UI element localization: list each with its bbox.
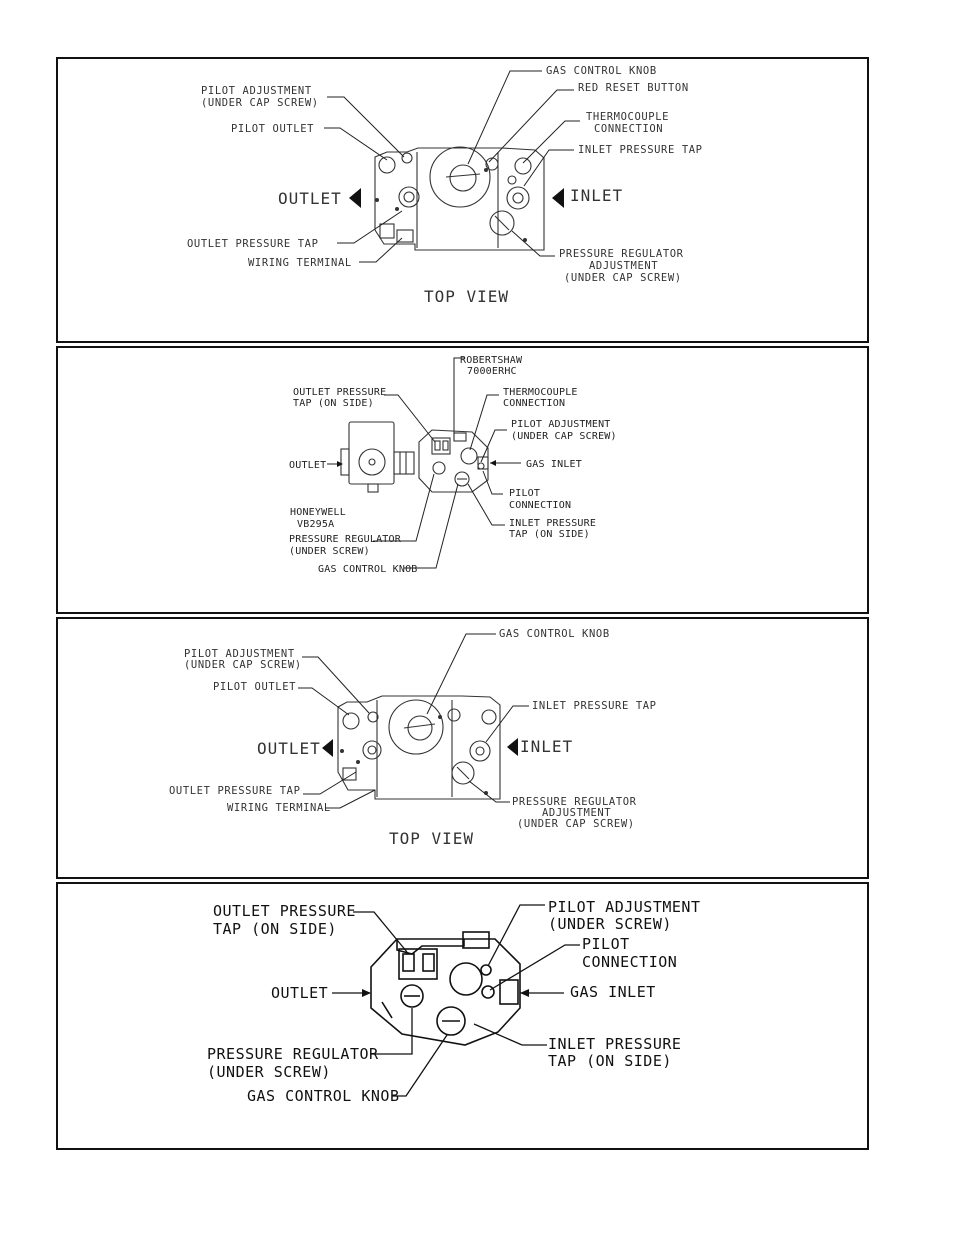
inlet-arrow-icon bbox=[552, 188, 564, 208]
red-reset-button-label: RED RESET BUTTON bbox=[578, 82, 689, 94]
outlet-pressure-tap-label: OUTLET PRESSURE TAP bbox=[169, 785, 301, 797]
gas-inlet-arrow-icon bbox=[490, 460, 496, 466]
robertshaw-valve-body bbox=[370, 931, 521, 1046]
outlet-arrow-icon bbox=[362, 989, 371, 997]
honeywell-label-2: VB295A bbox=[297, 519, 334, 530]
gas-inlet-label: GAS INLET bbox=[570, 983, 656, 1001]
gas-inlet-label: GAS INLET bbox=[526, 459, 582, 470]
pressure-regulator-label-3: (UNDER CAP SCREW) bbox=[517, 818, 635, 830]
pilot-adjustment-label-1: PILOT ADJUSTMENT bbox=[548, 898, 701, 916]
gas-inlet-arrow-icon bbox=[520, 989, 529, 997]
gas-control-knob-label: GAS CONTROL KNOB bbox=[499, 628, 610, 640]
pilot-adjustment-label-1: PILOT ADJUSTMENT bbox=[511, 419, 611, 430]
pressure-regulator-label-2: ADJUSTMENT bbox=[542, 807, 611, 819]
pilot-connection-label-2: CONNECTION bbox=[582, 953, 677, 971]
outlet-label: OUTLET bbox=[289, 460, 326, 471]
inlet-label: INLET bbox=[520, 737, 573, 756]
outlet-pressure-tap-label-1: OUTLET PRESSURE bbox=[213, 902, 356, 920]
gas-valve-diagram-1: GAS CONTROL KNOB RED RESET BUTTON THERMO… bbox=[187, 65, 703, 306]
leader-lines-2 bbox=[327, 357, 521, 569]
inlet-pressure-tap-label-2: TAP (ON SIDE) bbox=[509, 529, 590, 540]
panel-1-top-view: GAS CONTROL KNOB RED RESET BUTTON THERMO… bbox=[56, 57, 869, 343]
outlet-pressure-tap-label: OUTLET PRESSURE TAP bbox=[187, 238, 319, 250]
inlet-arrow-icon bbox=[507, 738, 518, 756]
inlet-pressure-tap-label-1: INLET PRESSURE bbox=[509, 518, 596, 529]
pressure-regulator-label-1: PRESSURE REGULATOR bbox=[289, 534, 402, 545]
thermocouple-label-1: THERMOCOUPLE bbox=[586, 111, 669, 123]
gas-control-knob-label: GAS CONTROL KNOB bbox=[318, 564, 418, 575]
wiring-terminal-label: WIRING TERMINAL bbox=[227, 802, 331, 814]
robertshaw-label-2: 7000ERHC bbox=[467, 366, 517, 377]
inlet-pressure-tap-label-1: INLET PRESSURE bbox=[548, 1035, 681, 1053]
panel-4-robertshaw-closeup: OUTLET PRESSURE TAP (ON SIDE) PILOT ADJU… bbox=[56, 882, 869, 1150]
gas-valve-diagram-4: OUTLET PRESSURE TAP (ON SIDE) PILOT ADJU… bbox=[207, 898, 701, 1105]
gas-control-knob-label: GAS CONTROL KNOB bbox=[247, 1087, 400, 1105]
inlet-pressure-tap-label: INLET PRESSURE TAP bbox=[532, 700, 657, 712]
inlet-label: INLET bbox=[570, 186, 623, 205]
pilot-adjustment-label-2: (UNDER CAP SCREW) bbox=[511, 431, 617, 442]
outlet-pressure-tap-label-2: TAP (ON SIDE) bbox=[213, 920, 337, 938]
leader-lines-3 bbox=[298, 633, 529, 809]
robertshaw-label-1: ROBERTSHAW bbox=[460, 355, 523, 366]
inlet-pressure-tap-label: INLET PRESSURE TAP bbox=[578, 144, 703, 156]
pilot-outlet-label: PILOT OUTLET bbox=[213, 681, 296, 693]
pressure-regulator-label-2: (UNDER SCREW) bbox=[207, 1063, 331, 1081]
pilot-connection-label-2: CONNECTION bbox=[509, 500, 571, 511]
pressure-regulator-label-1: PRESSURE REGULATOR bbox=[512, 796, 637, 808]
pressure-regulator-label-1: PRESSURE REGULATOR bbox=[559, 248, 684, 260]
outlet-arrow-icon bbox=[337, 461, 343, 467]
outlet-pressure-tap-label-1: OUTLET PRESSURE bbox=[293, 387, 386, 398]
gas-valve-diagram-2: ROBERTSHAW 7000ERHC OUTLET PRESSURE TAP … bbox=[289, 355, 617, 575]
gas-valve-diagram-3: GAS CONTROL KNOB PILOT ADJUSTMENT (UNDER… bbox=[169, 628, 657, 848]
honeywell-valve-body bbox=[340, 421, 415, 493]
pilot-adjustment-label-1: PILOT ADJUSTMENT bbox=[201, 85, 312, 97]
gas-valve-body bbox=[337, 695, 501, 800]
gas-valve-body bbox=[374, 146, 545, 251]
panel-2-side-by-side: ROBERTSHAW 7000ERHC OUTLET PRESSURE TAP … bbox=[56, 346, 869, 614]
outlet-label: OUTLET bbox=[278, 189, 342, 208]
leader-lines bbox=[324, 70, 580, 263]
thermocouple-label-1: THERMOCOUPLE bbox=[503, 387, 578, 398]
pilot-adjustment-label-2: (UNDER SCREW) bbox=[548, 915, 672, 933]
outlet-label: OUTLET bbox=[257, 739, 321, 758]
gas-control-knob-label: GAS CONTROL KNOB bbox=[546, 65, 657, 77]
leader-lines-4 bbox=[332, 904, 580, 1097]
wiring-terminal-label: WIRING TERMINAL bbox=[248, 257, 352, 269]
outlet-arrow-icon bbox=[349, 188, 361, 208]
panel-3-top-view: GAS CONTROL KNOB PILOT ADJUSTMENT (UNDER… bbox=[56, 617, 869, 879]
pressure-regulator-label-1: PRESSURE REGULATOR bbox=[207, 1045, 379, 1063]
pilot-adjustment-label-1: PILOT ADJUSTMENT bbox=[184, 648, 295, 660]
pilot-adjustment-label-2: (UNDER CAP SCREW) bbox=[201, 97, 319, 109]
outlet-label: OUTLET bbox=[271, 984, 328, 1002]
pilot-adjustment-label-2: (UNDER CAP SCREW) bbox=[184, 659, 302, 671]
thermocouple-label-2: CONNECTION bbox=[594, 123, 663, 135]
honeywell-label-1: HONEYWELL bbox=[290, 507, 346, 518]
top-view-caption: TOP VIEW bbox=[389, 829, 474, 848]
pilot-connection-label-1: PILOT bbox=[582, 935, 630, 953]
pressure-regulator-label-2: (UNDER SCREW) bbox=[289, 546, 370, 557]
thermocouple-label-2: CONNECTION bbox=[503, 398, 565, 409]
inlet-pressure-tap-label-2: TAP (ON SIDE) bbox=[548, 1052, 672, 1070]
outlet-arrow-icon bbox=[322, 739, 333, 757]
outlet-pressure-tap-label-2: TAP (ON SIDE) bbox=[293, 398, 374, 409]
pilot-connection-label-1: PILOT bbox=[509, 488, 540, 499]
pressure-regulator-label-3: (UNDER CAP SCREW) bbox=[564, 272, 682, 284]
top-view-caption: TOP VIEW bbox=[424, 287, 509, 306]
pilot-outlet-label: PILOT OUTLET bbox=[231, 123, 314, 135]
pressure-regulator-label-2: ADJUSTMENT bbox=[589, 260, 658, 272]
